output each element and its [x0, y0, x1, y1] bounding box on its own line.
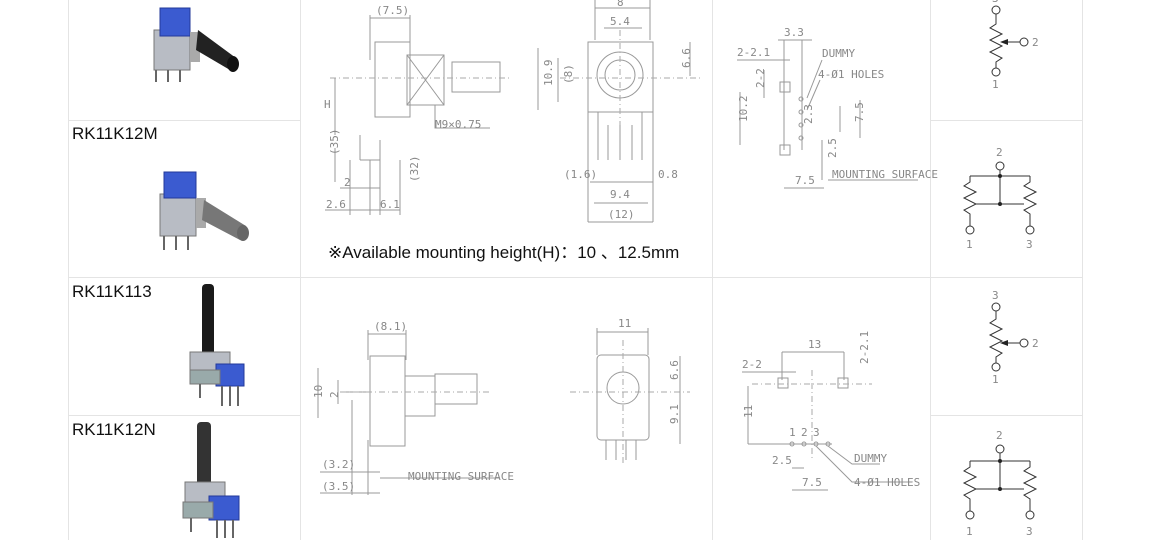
- grid-line: [930, 415, 1082, 416]
- svg-text:(32): (32): [408, 156, 421, 183]
- mounting-height-note: ※Available mounting height(H)：10 、12.5mm: [328, 243, 680, 262]
- svg-text:2: 2: [1032, 36, 1039, 49]
- svg-text:3.3: 3.3: [784, 26, 804, 39]
- svg-text:2.5: 2.5: [826, 138, 839, 158]
- grid-line: [712, 0, 713, 540]
- svg-text:10.9: 10.9: [542, 60, 555, 87]
- svg-text:2.3: 2.3: [802, 104, 815, 124]
- svg-text:(3.5): (3.5): [322, 480, 355, 493]
- svg-text:10: 10: [312, 385, 325, 398]
- circuit-single-1: 3 2 1: [988, 0, 1039, 91]
- circuit-single-2: 3 2 1: [988, 289, 1039, 386]
- svg-text:(35): (35): [328, 129, 341, 156]
- product-photo-rk11k12n: [182, 422, 240, 538]
- svg-text:3: 3: [992, 289, 999, 302]
- svg-text:3: 3: [1026, 238, 1033, 251]
- product-photo-1: [153, 7, 239, 82]
- svg-text:1: 1: [789, 426, 796, 439]
- svg-text:(8.1): (8.1): [374, 320, 407, 333]
- svg-text:2-2.1: 2-2.1: [858, 331, 871, 364]
- svg-text:1: 1: [966, 525, 973, 538]
- svg-text:DUMMY: DUMMY: [822, 47, 855, 60]
- svg-text:2: 2: [328, 391, 341, 398]
- grid-line: [68, 277, 1082, 278]
- svg-text:3: 3: [813, 426, 820, 439]
- svg-text:1: 1: [992, 78, 999, 91]
- svg-text:10.2: 10.2: [737, 96, 750, 123]
- svg-text:1: 1: [966, 238, 973, 251]
- grid-line: [68, 120, 300, 121]
- pcb-layout-drawing-1: 3.3 2-2.1 DUMMY 4-Ø1 HOLES 10.2 2-2 2.3 …: [737, 26, 938, 189]
- svg-text:2-2: 2-2: [754, 68, 767, 88]
- svg-text:1: 1: [992, 373, 999, 386]
- svg-text:2-2.1: 2-2.1: [737, 46, 770, 59]
- svg-text:7.5: 7.5: [795, 174, 815, 187]
- grid-line: [68, 415, 300, 416]
- svg-text:2: 2: [996, 146, 1003, 159]
- grid-line: [1082, 0, 1083, 540]
- svg-text:11: 11: [618, 317, 631, 330]
- svg-text:4-Ø1 HOLES: 4-Ø1 HOLES: [854, 476, 920, 489]
- svg-text:2-2: 2-2: [742, 358, 762, 371]
- grid-line: [68, 0, 69, 540]
- svg-text:6.6: 6.6: [680, 48, 693, 68]
- model-label: RK11K113: [72, 282, 152, 301]
- svg-text:3: 3: [1026, 525, 1033, 538]
- svg-text:MOUNTING SURFACE: MOUNTING SURFACE: [832, 168, 938, 181]
- pcb-layout-drawing-2: 13 2-2 2-2.1 11 1 2 3 DUMMY 2.5 2.5 7.5 …: [742, 331, 920, 491]
- svg-text:2: 2: [344, 176, 351, 189]
- svg-text:6.1: 6.1: [380, 198, 400, 211]
- svg-text:2.6: 2.6: [326, 198, 346, 211]
- svg-text:2.5: 2.5: [772, 454, 792, 467]
- model-label: RK11K12M: [72, 124, 158, 143]
- svg-text:DUMMY: DUMMY: [854, 452, 887, 465]
- product-photo-rk11k12m: [159, 171, 249, 250]
- svg-text:(1.6): (1.6): [564, 168, 597, 181]
- svg-text:2: 2: [996, 429, 1003, 442]
- svg-text:(8): (8): [562, 64, 575, 84]
- svg-text:9.1: 9.1: [668, 404, 681, 424]
- svg-text:4-Ø1 HOLES: 4-Ø1 HOLES: [818, 68, 884, 81]
- svg-text:MOUNTING SURFACE: MOUNTING SURFACE: [408, 470, 514, 483]
- svg-text:8: 8: [617, 0, 624, 9]
- grid-line: [930, 120, 1082, 121]
- side-view-drawing-2: (8.1) 10 2 (3.2) (3.5) MOUNTING SURFACE: [312, 320, 514, 495]
- svg-text:(7.5): (7.5): [376, 4, 409, 17]
- svg-text:7.5: 7.5: [853, 102, 866, 122]
- svg-text:13: 13: [808, 338, 821, 351]
- svg-text:11: 11: [742, 405, 755, 418]
- grid-line: [930, 0, 931, 540]
- side-view-drawing-1: (7.5) H M9×0.75 (35) (32) 2 2.6 6.1: [324, 4, 510, 215]
- model-label: RK11K12N: [72, 420, 156, 439]
- svg-text:7.5: 7.5: [802, 476, 822, 489]
- front-view-drawing-2: 11 6.6 9.1: [570, 317, 690, 465]
- svg-text:3: 3: [992, 0, 999, 5]
- svg-text:M9×0.75: M9×0.75: [435, 118, 481, 131]
- svg-text:9.4: 9.4: [610, 188, 630, 201]
- svg-text:2: 2: [1032, 337, 1039, 350]
- svg-text:H: H: [324, 98, 331, 111]
- circuit-dual-1: 2 1 3: [962, 146, 1038, 251]
- grid-line: [300, 0, 301, 540]
- svg-text:2: 2: [801, 426, 808, 439]
- svg-text:6.6: 6.6: [668, 360, 681, 380]
- front-view-drawing-1: 8 5.4 10.9 (8) 6.6 (1.6) 0.8 9.4 (12): [537, 0, 700, 223]
- svg-text:5.4: 5.4: [610, 15, 630, 28]
- circuit-dual-2: 2 1 3: [962, 429, 1038, 538]
- svg-text:0.8: 0.8: [658, 168, 678, 181]
- product-photo-rk11k113: [189, 284, 245, 406]
- svg-text:(12): (12): [608, 208, 635, 221]
- svg-text:(3.2): (3.2): [322, 458, 355, 471]
